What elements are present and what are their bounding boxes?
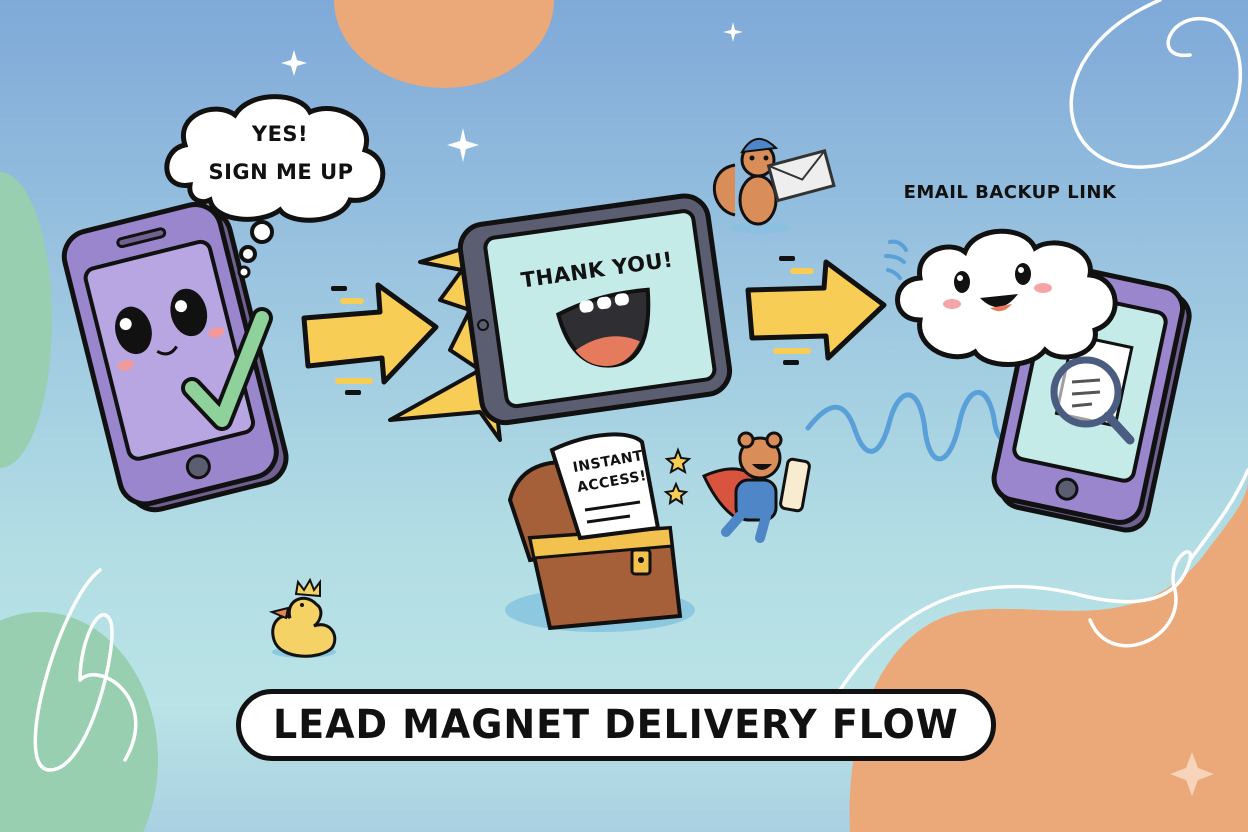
tablet-icon — [457, 193, 733, 426]
swirl-bottom-left — [33, 568, 138, 772]
email-backup-link-label: EMAIL BACKUP LINK — [903, 182, 1117, 203]
speech-line-1: YES! — [251, 122, 309, 146]
speech-line-2: SIGN ME UP — [208, 160, 354, 184]
green-blob-bottom-left — [0, 612, 158, 832]
step-instant-access: INSTANT ACCESS! — [490, 420, 830, 650]
step-thank-you: THANK YOU! — [440, 180, 740, 440]
thought-bubble — [164, 94, 386, 223]
smartphone-icon — [61, 201, 289, 513]
instant-access-paper — [549, 432, 661, 541]
swirl-bottom-right — [838, 468, 1248, 692]
green-blob-left — [0, 172, 52, 468]
swirl-top-right — [1069, 0, 1242, 169]
orange-blob-top — [334, 0, 554, 88]
wave-line — [805, 389, 1025, 462]
page-title: LEAD MAGNET DELIVERY FLOW — [273, 702, 959, 748]
sparkle-icons — [281, 22, 1214, 796]
step-signup: YES! SIGN ME UP — [0, 0, 420, 520]
magnifier-icon — [1050, 356, 1135, 445]
step-email-backup: EMAIL BACKUP LINK — [860, 170, 1248, 533]
hero-bear-icon — [701, 431, 811, 543]
title-banner: LEAD MAGNET DELIVERY FLOW — [236, 689, 996, 761]
